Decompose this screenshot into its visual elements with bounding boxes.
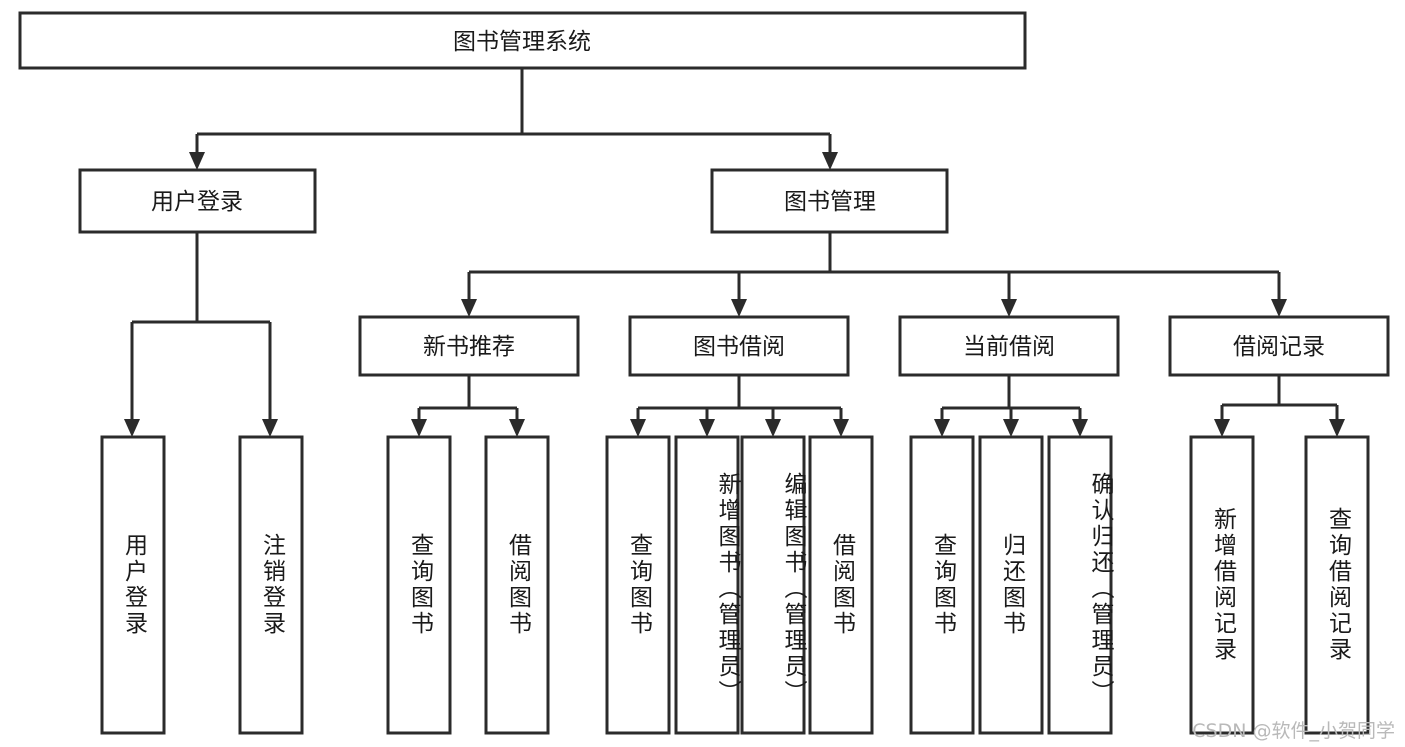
- arrow-head-icon: [1329, 419, 1345, 437]
- arrow-head-icon: [699, 419, 715, 437]
- leaf-box-logout[interactable]: [238, 435, 304, 735]
- node-root-label: 图书管理系统: [453, 29, 591, 55]
- arrow-head-icon: [765, 419, 781, 437]
- node-user-login-label: 用户登录: [151, 189, 243, 215]
- node-book-borrow[interactable]: 图书借阅: [628, 315, 850, 377]
- leaf-box-record-query[interactable]: [1304, 435, 1370, 735]
- leaf-box-borrow-edit[interactable]: [740, 435, 806, 735]
- node-current-borrow[interactable]: 当前借阅: [898, 315, 1120, 377]
- arrow-head-icon: [630, 419, 646, 437]
- leaf-box-record-add[interactable]: [1189, 435, 1255, 735]
- leaf-box-current-query[interactable]: [909, 435, 975, 735]
- arrow-head-icon: [1214, 419, 1230, 437]
- leaf-box-borrow-add[interactable]: [674, 435, 740, 735]
- connector-borrow-record-to-leaves: [1214, 375, 1345, 437]
- arrow-head-icon: [124, 419, 140, 437]
- watermark-text: CSDN @软件_小贺同学: [1192, 720, 1395, 742]
- node-new-book-recommend[interactable]: 新书推荐: [358, 315, 580, 377]
- node-root[interactable]: 图书管理系统: [18, 11, 1027, 70]
- node-book-management-label: 图书管理: [784, 189, 876, 215]
- arrow-head-icon: [461, 299, 477, 317]
- connector-book-management-to-level3: [461, 232, 1287, 317]
- arrow-head-icon: [509, 419, 525, 437]
- connector-root-to-level2: [189, 68, 838, 170]
- leaf-box-newbook-borrow[interactable]: [484, 435, 550, 735]
- leaf-box-borrow-lend[interactable]: [808, 435, 874, 735]
- connector-book-borrow-to-leaves: [630, 375, 849, 437]
- connector-current-borrow-to-leaves: [934, 375, 1088, 437]
- connector-new-book-to-leaves: [411, 375, 525, 437]
- node-user-login[interactable]: 用户登录: [78, 168, 317, 234]
- arrow-head-icon: [411, 419, 427, 437]
- leaf-box-current-return[interactable]: [978, 435, 1044, 735]
- connector-user-login-to-leaves: [124, 232, 278, 437]
- node-borrow-record[interactable]: 借阅记录: [1168, 315, 1390, 377]
- leaf-box-borrow-query[interactable]: [605, 435, 671, 735]
- arrow-head-icon: [1001, 299, 1017, 317]
- arrow-head-icon: [833, 419, 849, 437]
- node-new-book-recommend-label: 新书推荐: [423, 334, 515, 360]
- node-current-borrow-label: 当前借阅: [963, 334, 1055, 360]
- arrow-head-icon: [189, 152, 205, 170]
- arrow-head-icon: [822, 152, 838, 170]
- arrow-head-icon: [1072, 419, 1088, 437]
- arrow-head-icon: [262, 419, 278, 437]
- arrow-head-icon: [731, 299, 747, 317]
- leaf-box-newbook-query[interactable]: [386, 435, 452, 735]
- arrow-head-icon: [1003, 419, 1019, 437]
- node-book-borrow-label: 图书借阅: [693, 334, 785, 360]
- node-borrow-record-label: 借阅记录: [1233, 334, 1325, 360]
- arrow-head-icon: [1271, 299, 1287, 317]
- leaf-box-current-confirm[interactable]: [1047, 435, 1113, 735]
- node-book-management[interactable]: 图书管理: [710, 168, 949, 234]
- leaf-box-user-login[interactable]: [100, 435, 166, 735]
- arrow-head-icon: [934, 419, 950, 437]
